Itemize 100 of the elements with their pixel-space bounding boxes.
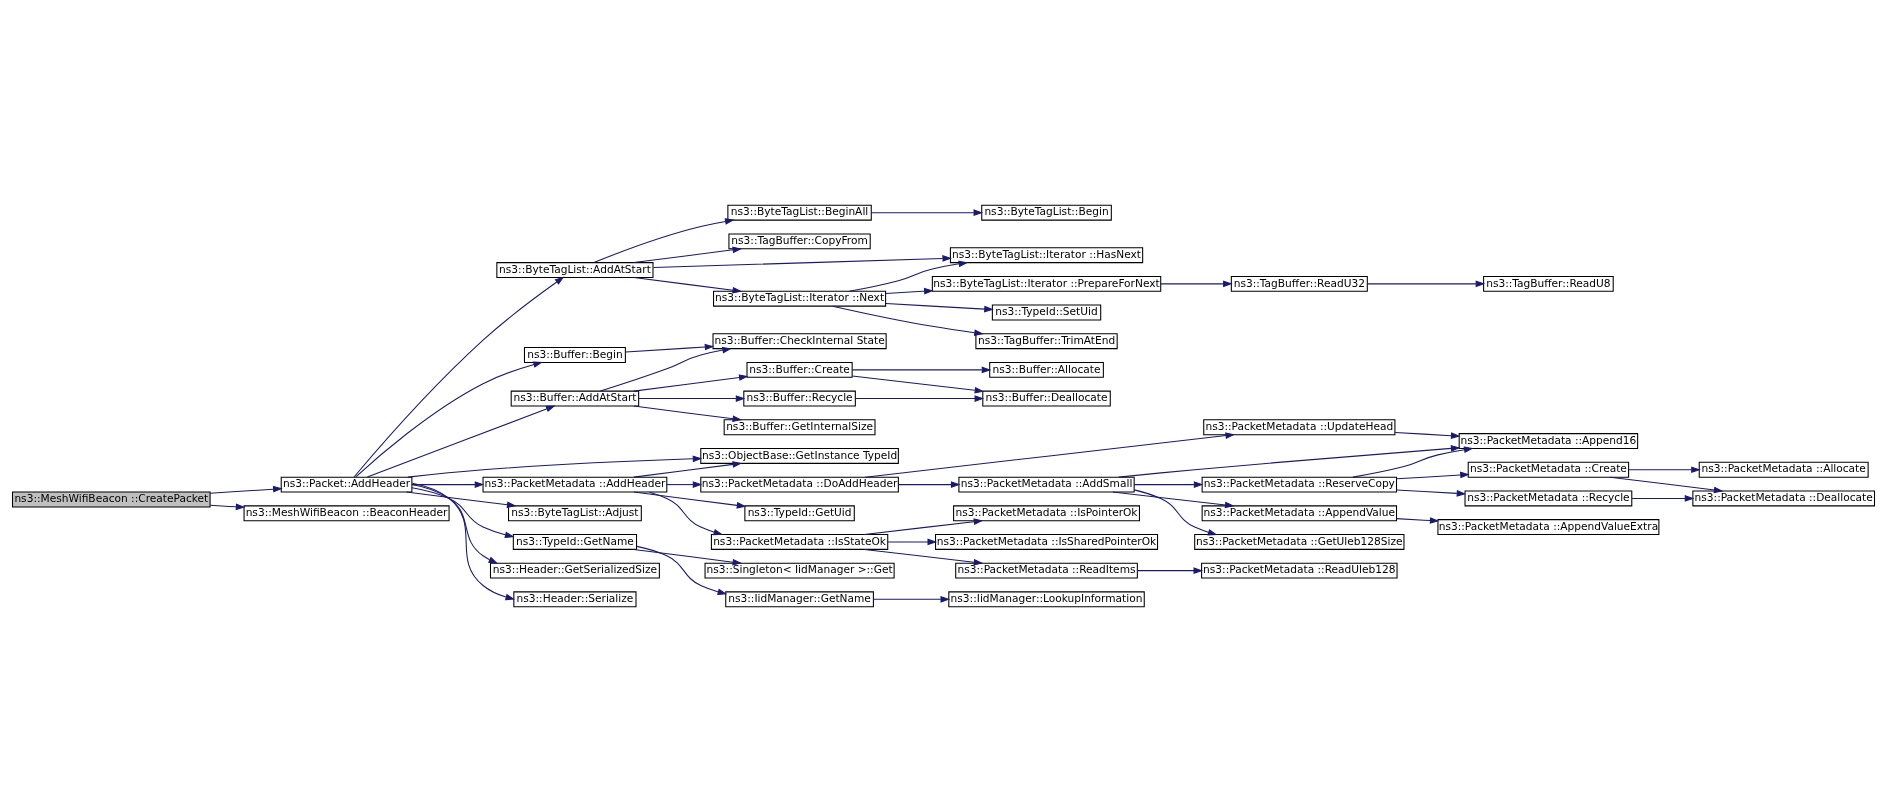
node-box: ns3::PacketMetadata ::Append16 (1458, 433, 1639, 449)
arrow (638, 395, 746, 402)
node-box: ns3::ByteTagList::Iterator ::PrepareForNext (931, 275, 1162, 292)
node-box: ns3::PacketMetadata ::GetUleb128Size (1194, 534, 1405, 550)
arrow (633, 246, 743, 264)
node-box: ns3::ByteTagList::Begin (981, 204, 1112, 221)
arrow (848, 260, 969, 292)
arrow (872, 595, 951, 603)
node-box: ns3::Buffer::Begin (523, 347, 626, 363)
node-box: ns3::Buffer::AddAtStart (510, 390, 640, 407)
node-box: ns3::IidManager::GetName (725, 591, 874, 608)
arrow (863, 548, 984, 566)
arrow (1396, 489, 1467, 497)
node-box: ns3::ByteTagList::Iterator ::HasNext (949, 247, 1144, 264)
node-box: ns3::PacketMetadata ::Allocate (1698, 461, 1869, 478)
arrow (887, 538, 938, 546)
arrow (209, 485, 283, 494)
node-box: ns3::Header::Serialize (513, 591, 637, 608)
arrow (1367, 280, 1486, 288)
node-box: ns3::Buffer::CheckInternal State (712, 333, 887, 350)
arrow (411, 484, 499, 564)
arrow (633, 374, 749, 392)
node-box: ns3::IidManager::LookupInformation (948, 591, 1145, 608)
arrow (405, 491, 517, 509)
node-box: ns3::ByteTagList::Adjust (508, 505, 642, 522)
node-box: ns3::Singleton< IidManager >::Get (704, 562, 895, 579)
arrow (1396, 517, 1440, 524)
arrow (633, 405, 743, 423)
arrow (355, 361, 543, 478)
arrow (1133, 481, 1204, 488)
arrow (209, 503, 246, 511)
arrow (366, 405, 556, 478)
node-box: ns3::MeshWifiBeacon ::BeaconHeader (243, 505, 450, 522)
arrow (1136, 567, 1204, 574)
node-box: ns3::TagBuffer::ReadU32 (1230, 275, 1368, 292)
node-box: ns3::PacketMetadata ::AppendValueExtra (1437, 519, 1660, 536)
arrow (1394, 432, 1461, 439)
arrow (1352, 446, 1474, 478)
node-box: ns3::Buffer::Allocate (989, 361, 1104, 378)
node-box: ns3::PacketMetadata ::AppendValue (1201, 505, 1398, 522)
node-box: ns3::ByteTagList::BeginAll (727, 204, 872, 221)
arrow (885, 287, 934, 295)
node-box: ns3::ByteTagList::Iterator ::Next (713, 290, 887, 307)
arrow (863, 518, 984, 536)
node-box: ns3::PacketMetadata ::UpdateHead (1203, 419, 1396, 436)
node-box: ns3::PacketMetadata ::ReserveCopy (1201, 476, 1398, 493)
arrow (636, 545, 728, 596)
node-box: ns3::ByteTagList::AddAtStart (496, 262, 654, 278)
arrow (353, 276, 565, 478)
arrow (407, 455, 703, 478)
node-box: ns3::TypeId::GetUid (744, 505, 855, 522)
node-box: ns3::PacketMetadata ::Create (1467, 461, 1630, 478)
node-box: ns3::PacketMetadata ::IsPointerOk (953, 505, 1140, 522)
node-box: ns3::ObjectBase::GetInstance TypeId (700, 447, 899, 464)
arrow (1160, 280, 1233, 288)
arrow (1118, 445, 1461, 478)
node-box: ns3::PacketMetadata ::ReadItems (955, 562, 1138, 579)
arrow (870, 209, 984, 217)
node-box: ns3::PacketMetadata ::AddSmall (958, 476, 1135, 493)
node-box: ns3::Buffer::GetInternalSize (723, 419, 876, 436)
arrow (851, 366, 992, 374)
node-box: ns3::PacketMetadata ::AddHeader (482, 476, 668, 493)
node-box: ns3::TagBuffer::TrimAtEnd (975, 333, 1118, 350)
node-box: ns3::TagBuffer::CopyFrom (728, 233, 871, 250)
arrow (633, 276, 743, 294)
arrow (633, 548, 743, 566)
arrow (599, 346, 732, 392)
node-box: ns3::MeshWifiBeacon ::CreatePacket (11, 491, 211, 508)
node-box: ns3::Packet::AddHeader (280, 476, 413, 493)
node-box: ns3::Buffer::Recycle (743, 390, 856, 407)
arrow (593, 218, 735, 264)
node-box: ns3::TypeId::GetName (512, 534, 638, 550)
node-box: ns3::Header::GetSerializedSize (489, 562, 660, 579)
arrow (411, 487, 515, 539)
arrow (625, 343, 715, 353)
node-box: ns3::PacketMetadata ::IsStateOk (710, 534, 889, 550)
arrow (633, 461, 743, 478)
arrow (851, 375, 985, 394)
arrow (1609, 476, 1724, 494)
node-box: ns3::PacketMetadata ::ReadUleb128 (1201, 562, 1398, 579)
arrow (1631, 495, 1695, 502)
arrow (648, 491, 724, 536)
arrow (1112, 491, 1235, 509)
node-box: ns3::PacketMetadata ::DoAddHeader (700, 476, 899, 493)
node-box: ns3::PacketMetadata ::Deallocate (1692, 490, 1876, 507)
arrow (411, 482, 516, 601)
node-box: ns3::PacketMetadata ::IsSharedPointerOk (935, 534, 1159, 550)
arrow (832, 305, 984, 336)
arrow (653, 255, 952, 269)
node-box: ns3::PacketMetadata ::Recycle (1464, 490, 1633, 507)
arrow (855, 395, 985, 402)
arrow (885, 303, 994, 313)
arrow (1133, 489, 1218, 536)
arrow (1628, 466, 1701, 474)
node-box: ns3::Buffer::Create (746, 361, 853, 378)
arrow (633, 491, 747, 509)
arrow (897, 481, 961, 488)
arrow (864, 432, 1236, 478)
node-box: ns3::Buffer::Deallocate (982, 390, 1111, 407)
arrow (666, 481, 703, 488)
